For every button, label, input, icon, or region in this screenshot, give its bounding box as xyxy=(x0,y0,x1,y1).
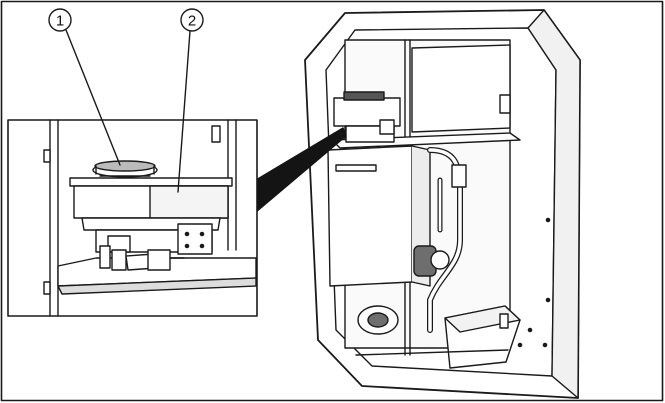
small-tank-lid xyxy=(343,91,385,101)
pipe-fill xyxy=(428,148,462,332)
bracket-hole xyxy=(184,231,190,237)
vent-slot xyxy=(335,164,377,172)
callout-2 xyxy=(177,8,204,193)
callout-label-1: 1 xyxy=(56,13,64,30)
detail-latch xyxy=(211,125,221,143)
tank-rim xyxy=(69,177,233,187)
callout-leader xyxy=(177,30,191,193)
tank-lid-top xyxy=(94,160,156,172)
side-hole xyxy=(545,217,551,223)
pump-head xyxy=(430,250,450,270)
side-fitting xyxy=(99,245,111,269)
bracket-hole xyxy=(184,243,190,249)
small-connector xyxy=(379,119,395,135)
open-cabinet xyxy=(304,9,581,399)
side-hole xyxy=(545,297,551,303)
bottom-fan-core xyxy=(367,312,389,328)
floor-edge xyxy=(355,349,509,356)
upper-compartment xyxy=(411,44,511,133)
valve-block xyxy=(451,164,467,188)
latch xyxy=(499,94,511,114)
callout-circle xyxy=(48,8,72,32)
callout-leader xyxy=(65,29,121,166)
bracket-hole xyxy=(199,243,205,249)
tank-lid-sides xyxy=(95,165,155,175)
shelf xyxy=(331,132,521,149)
bracket-plate xyxy=(177,223,213,255)
bottom-tank-top xyxy=(444,305,521,333)
side-hole xyxy=(517,342,523,348)
side-hole xyxy=(542,342,548,348)
callout-circle xyxy=(180,8,204,32)
tank-body-shade xyxy=(149,185,229,219)
detail-shelf-front xyxy=(57,277,257,295)
side-hole xyxy=(527,327,533,333)
bracket-hole xyxy=(199,231,205,237)
cabinet-side-panel xyxy=(527,9,581,399)
callout-1 xyxy=(48,8,121,166)
fitting-stem xyxy=(111,249,127,271)
detail-hinge xyxy=(43,149,51,163)
detail-hinge xyxy=(43,281,51,295)
callout-label-2: 2 xyxy=(188,13,196,30)
valve-body xyxy=(147,249,171,271)
detail-view xyxy=(7,119,258,317)
bottom-tank-cap xyxy=(499,313,509,329)
